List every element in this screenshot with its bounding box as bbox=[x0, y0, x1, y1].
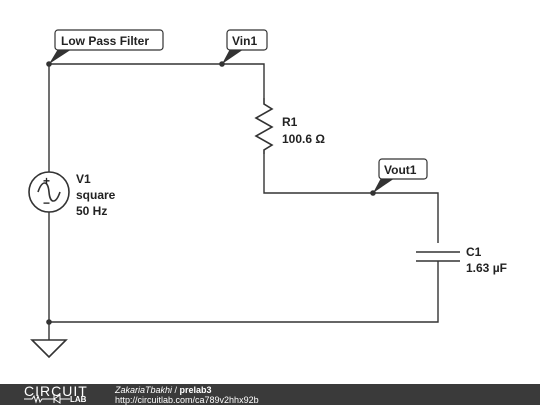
resistor-to-output-wire bbox=[263, 154, 439, 243]
net-label-vin1[interactable]: Vin1 bbox=[222, 29, 268, 64]
project-name[interactable]: prelab3 bbox=[179, 385, 212, 395]
logo-top-text: CIRCUIT bbox=[24, 383, 88, 399]
source-frequency-label: 50 Hz bbox=[76, 204, 107, 218]
top-wire bbox=[49, 63, 265, 98]
circuit-schematic: + − V1 square 50 Hz R1 100.6 Ω C1 1.63 µ… bbox=[28, 29, 507, 359]
resistor-value-label: 100.6 Ω bbox=[282, 132, 325, 146]
junction-dot bbox=[46, 319, 52, 325]
circuitlab-logo: CIRCUIT LAB bbox=[24, 383, 96, 405]
svg-text:+: + bbox=[43, 174, 50, 188]
svg-text:Low Pass Filter: Low Pass Filter bbox=[61, 34, 149, 48]
source-type-label: square bbox=[76, 188, 116, 202]
capacitor-to-ground-wire bbox=[49, 261, 439, 323]
resistor-r1[interactable] bbox=[254, 98, 274, 154]
svg-text:−: − bbox=[43, 196, 50, 210]
capacitor-ref-label: C1 bbox=[466, 245, 482, 259]
capacitor-value-label: 1.63 µF bbox=[466, 261, 507, 275]
net-label-vout1[interactable]: Vout1 bbox=[373, 158, 428, 193]
capacitor-c1[interactable] bbox=[416, 251, 460, 262]
svg-text:Vin1: Vin1 bbox=[232, 34, 257, 48]
logo-waveform-icon bbox=[24, 394, 70, 404]
footer-bar: CIRCUIT LAB ZakariaTbakhi / prelab3 http… bbox=[0, 383, 540, 405]
source-ref-label: V1 bbox=[76, 172, 91, 186]
voltage-source-v1[interactable]: + − bbox=[28, 171, 70, 213]
project-url[interactable]: http://circuitlab.com/ca789v2hhx92b bbox=[115, 395, 259, 405]
net-label-low-pass-filter[interactable]: Low Pass Filter bbox=[49, 29, 164, 64]
resistor-ref-label: R1 bbox=[282, 115, 298, 129]
footer-project-info: ZakariaTbakhi / prelab3 http://circuitla… bbox=[115, 385, 259, 405]
path-separator: / bbox=[172, 385, 180, 395]
logo-bottom-text: LAB bbox=[70, 395, 87, 404]
author-name[interactable]: ZakariaTbakhi bbox=[115, 385, 173, 395]
svg-text:Vout1: Vout1 bbox=[384, 163, 417, 177]
ground-symbol bbox=[30, 339, 68, 359]
